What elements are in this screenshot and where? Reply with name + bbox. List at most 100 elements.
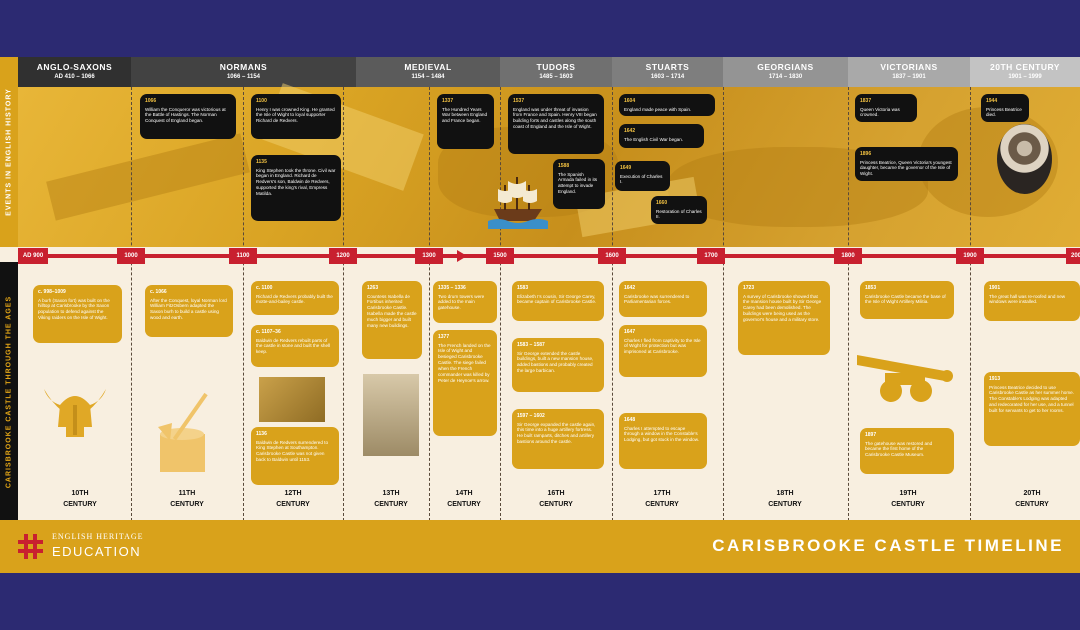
period-name: STUARTS	[645, 62, 690, 72]
history-event-1660: 1660 Restoration of Charles II.	[651, 196, 707, 224]
event-year: 1649	[620, 165, 632, 171]
timeline-tick: 1200	[329, 248, 357, 264]
century-label: 19TH CENTURY	[873, 489, 943, 510]
century-label: 18TH CENTURY	[750, 489, 820, 510]
column-divider	[612, 87, 613, 521]
english-heritage-logo-icon	[18, 534, 43, 559]
period-header-normans: NORMANS 1066 – 1154	[131, 57, 356, 87]
event-text: Restoration of Charles II.	[656, 208, 702, 220]
princess-portrait-icon	[997, 124, 1052, 194]
event-year: 1588	[558, 163, 570, 169]
history-event-1066: 1066 William the Conqueror was victoriou…	[140, 94, 236, 139]
century-word: CENTURY	[170, 500, 204, 508]
century-number: 10TH	[71, 490, 89, 497]
event-text: The great hall was re-roofed and new win…	[989, 293, 1066, 305]
century-label: 12TH CENTURY	[258, 489, 328, 510]
history-event-1135: 1135 King Stephen took the throne. Civil…	[251, 155, 341, 221]
event-text: Elizabeth I's cousin, Sir George Carey, …	[517, 293, 597, 305]
history-event-1944: 1944 Princess Beatrice died.	[981, 94, 1029, 122]
timeline-tick: 1100	[229, 248, 257, 264]
period-name: GEORGIANS	[757, 62, 814, 72]
timeline-tick: 1500	[486, 248, 514, 264]
period-header-medieval: MEDIEVAL 1154 – 1484	[356, 57, 500, 87]
timeline-tick: 200	[1066, 248, 1080, 264]
century-label: 10TH CENTURY	[45, 489, 115, 510]
century-word: CENTURY	[447, 500, 481, 508]
event-text: Two drum towers were added to the main g…	[438, 293, 485, 311]
history-event-1337: 1337 The Hundred Years War between Engla…	[437, 94, 494, 149]
timeline-arrow-icon	[457, 250, 467, 262]
century-word: CENTURY	[63, 500, 97, 508]
spanish-galleon-icon	[488, 177, 548, 229]
castle-event-1897: 1897 The gatehouse was restored and beca…	[860, 428, 954, 474]
castle-event-1913: 1913 Princess Beatrice decided to use Ca…	[984, 372, 1080, 446]
viking-helmet-icon	[44, 389, 106, 437]
timeline-tick: 1300	[415, 248, 443, 264]
event-year: 1136	[256, 431, 267, 437]
castle-event-1901: 1901 The great hall was re-roofed and ne…	[984, 281, 1080, 321]
period-dates: 1066 – 1154	[226, 74, 261, 80]
period-header-georgians: GEORGIANS 1714 – 1830	[723, 57, 848, 87]
event-text: Countess Isabella de Fortibus inherited …	[367, 293, 417, 329]
timeline-tick: 1600	[598, 248, 626, 264]
century-word: CENTURY	[891, 500, 925, 508]
event-text: Princess Beatrice died.	[986, 106, 1022, 118]
castle-event-1335: 1335 – 1336 Two drum towers were added t…	[433, 281, 497, 323]
century-number: 19TH	[899, 490, 917, 497]
event-year: 1597 – 1602	[517, 413, 545, 419]
event-text: The French landed on the Isle of Wight a…	[438, 342, 491, 384]
history-event-1604: 1604 England made peace with Spain.	[619, 94, 715, 116]
event-text: Princess Beatrice, Queen Victoria's youn…	[860, 159, 952, 177]
period-name: VICTORIANS	[880, 62, 938, 72]
century-number: 18TH	[776, 490, 794, 497]
period-header-anglo-saxons: ANGLO-SAXONS AD 410 – 1066	[18, 57, 131, 87]
event-year: 1642	[624, 128, 636, 134]
century-word: CENTURY	[768, 500, 802, 508]
side-label-history: EVENTS IN ENGLISH HISTORY	[0, 57, 18, 247]
event-text: After the Conquest, loyal Norman lord Wi…	[150, 297, 227, 321]
century-word: CENTURY	[645, 500, 679, 508]
event-year: 1377	[438, 334, 450, 340]
event-text: Carisbrooke was surrendered to Parliamen…	[624, 293, 690, 305]
event-year: c. 1107–36	[256, 329, 281, 335]
event-text: The Hundred Years War between England an…	[442, 106, 488, 124]
event-text: Sir George expanded the castle again, th…	[517, 421, 596, 445]
event-text: Charles I attempted to escape through a …	[624, 425, 700, 443]
century-number: 20TH	[1023, 490, 1041, 497]
axe-stump-icon	[158, 392, 208, 472]
history-event-1100: 1100 Henry I was crowned King. He grante…	[251, 94, 341, 139]
castle-photo-icon	[259, 377, 325, 422]
castle-event-1642: 1642 Carisbrooke was surrendered to Parl…	[619, 281, 707, 317]
event-year: 1583 – 1587	[517, 342, 545, 348]
period-dates: AD 410 – 1066	[54, 74, 95, 80]
period-name: MEDIEVAL	[404, 62, 452, 72]
period-name: TUDORS	[536, 62, 576, 72]
century-word: CENTURY	[276, 500, 310, 508]
castle-event-1136: 1136 Baldwin de Redvers surrendered to K…	[251, 427, 339, 485]
castle-event-1583-1587: 1583 – 1587 Sir George extended the cast…	[512, 338, 604, 392]
event-text: A burh (Saxon fort) was built on the hil…	[38, 297, 110, 321]
century-word: CENTURY	[1015, 500, 1049, 508]
history-event-1837: 1837 Queen Victoria was crowned.	[855, 94, 917, 122]
history-event-1649: 1649 Execution of Charles I.	[615, 161, 670, 191]
history-event-1537: 1537 England was under threat of invasio…	[508, 94, 604, 154]
event-year: 1897	[865, 432, 877, 438]
castle-event-1583: 1583 Elizabeth I's cousin, Sir George Ca…	[512, 281, 604, 321]
period-dates: 1485 – 1603	[539, 74, 573, 80]
period-header-stuarts: STUARTS 1603 – 1714	[612, 57, 723, 87]
castle-event-1648: 1648 Charles I attempted to escape throu…	[619, 413, 707, 469]
column-divider	[429, 87, 430, 521]
event-year: 1896	[860, 151, 872, 157]
event-text: Richard de Redvers probably built the mo…	[256, 293, 333, 305]
cannon-icon	[857, 355, 953, 402]
column-divider	[848, 87, 849, 521]
period-name: NORMANS	[219, 62, 268, 72]
period-dates: 1603 – 1714	[650, 74, 685, 80]
event-year: 1263	[367, 285, 379, 291]
castle-event-998: c. 998–1009 A burh (Saxon fort) was buil…	[33, 285, 122, 343]
timeline-tick: 1000	[117, 248, 145, 264]
period-name: 20TH CENTURY	[990, 62, 1060, 72]
event-year: 1583	[517, 285, 529, 291]
timeline-tick: AD 900	[18, 248, 48, 264]
century-number: 12TH	[284, 490, 302, 497]
